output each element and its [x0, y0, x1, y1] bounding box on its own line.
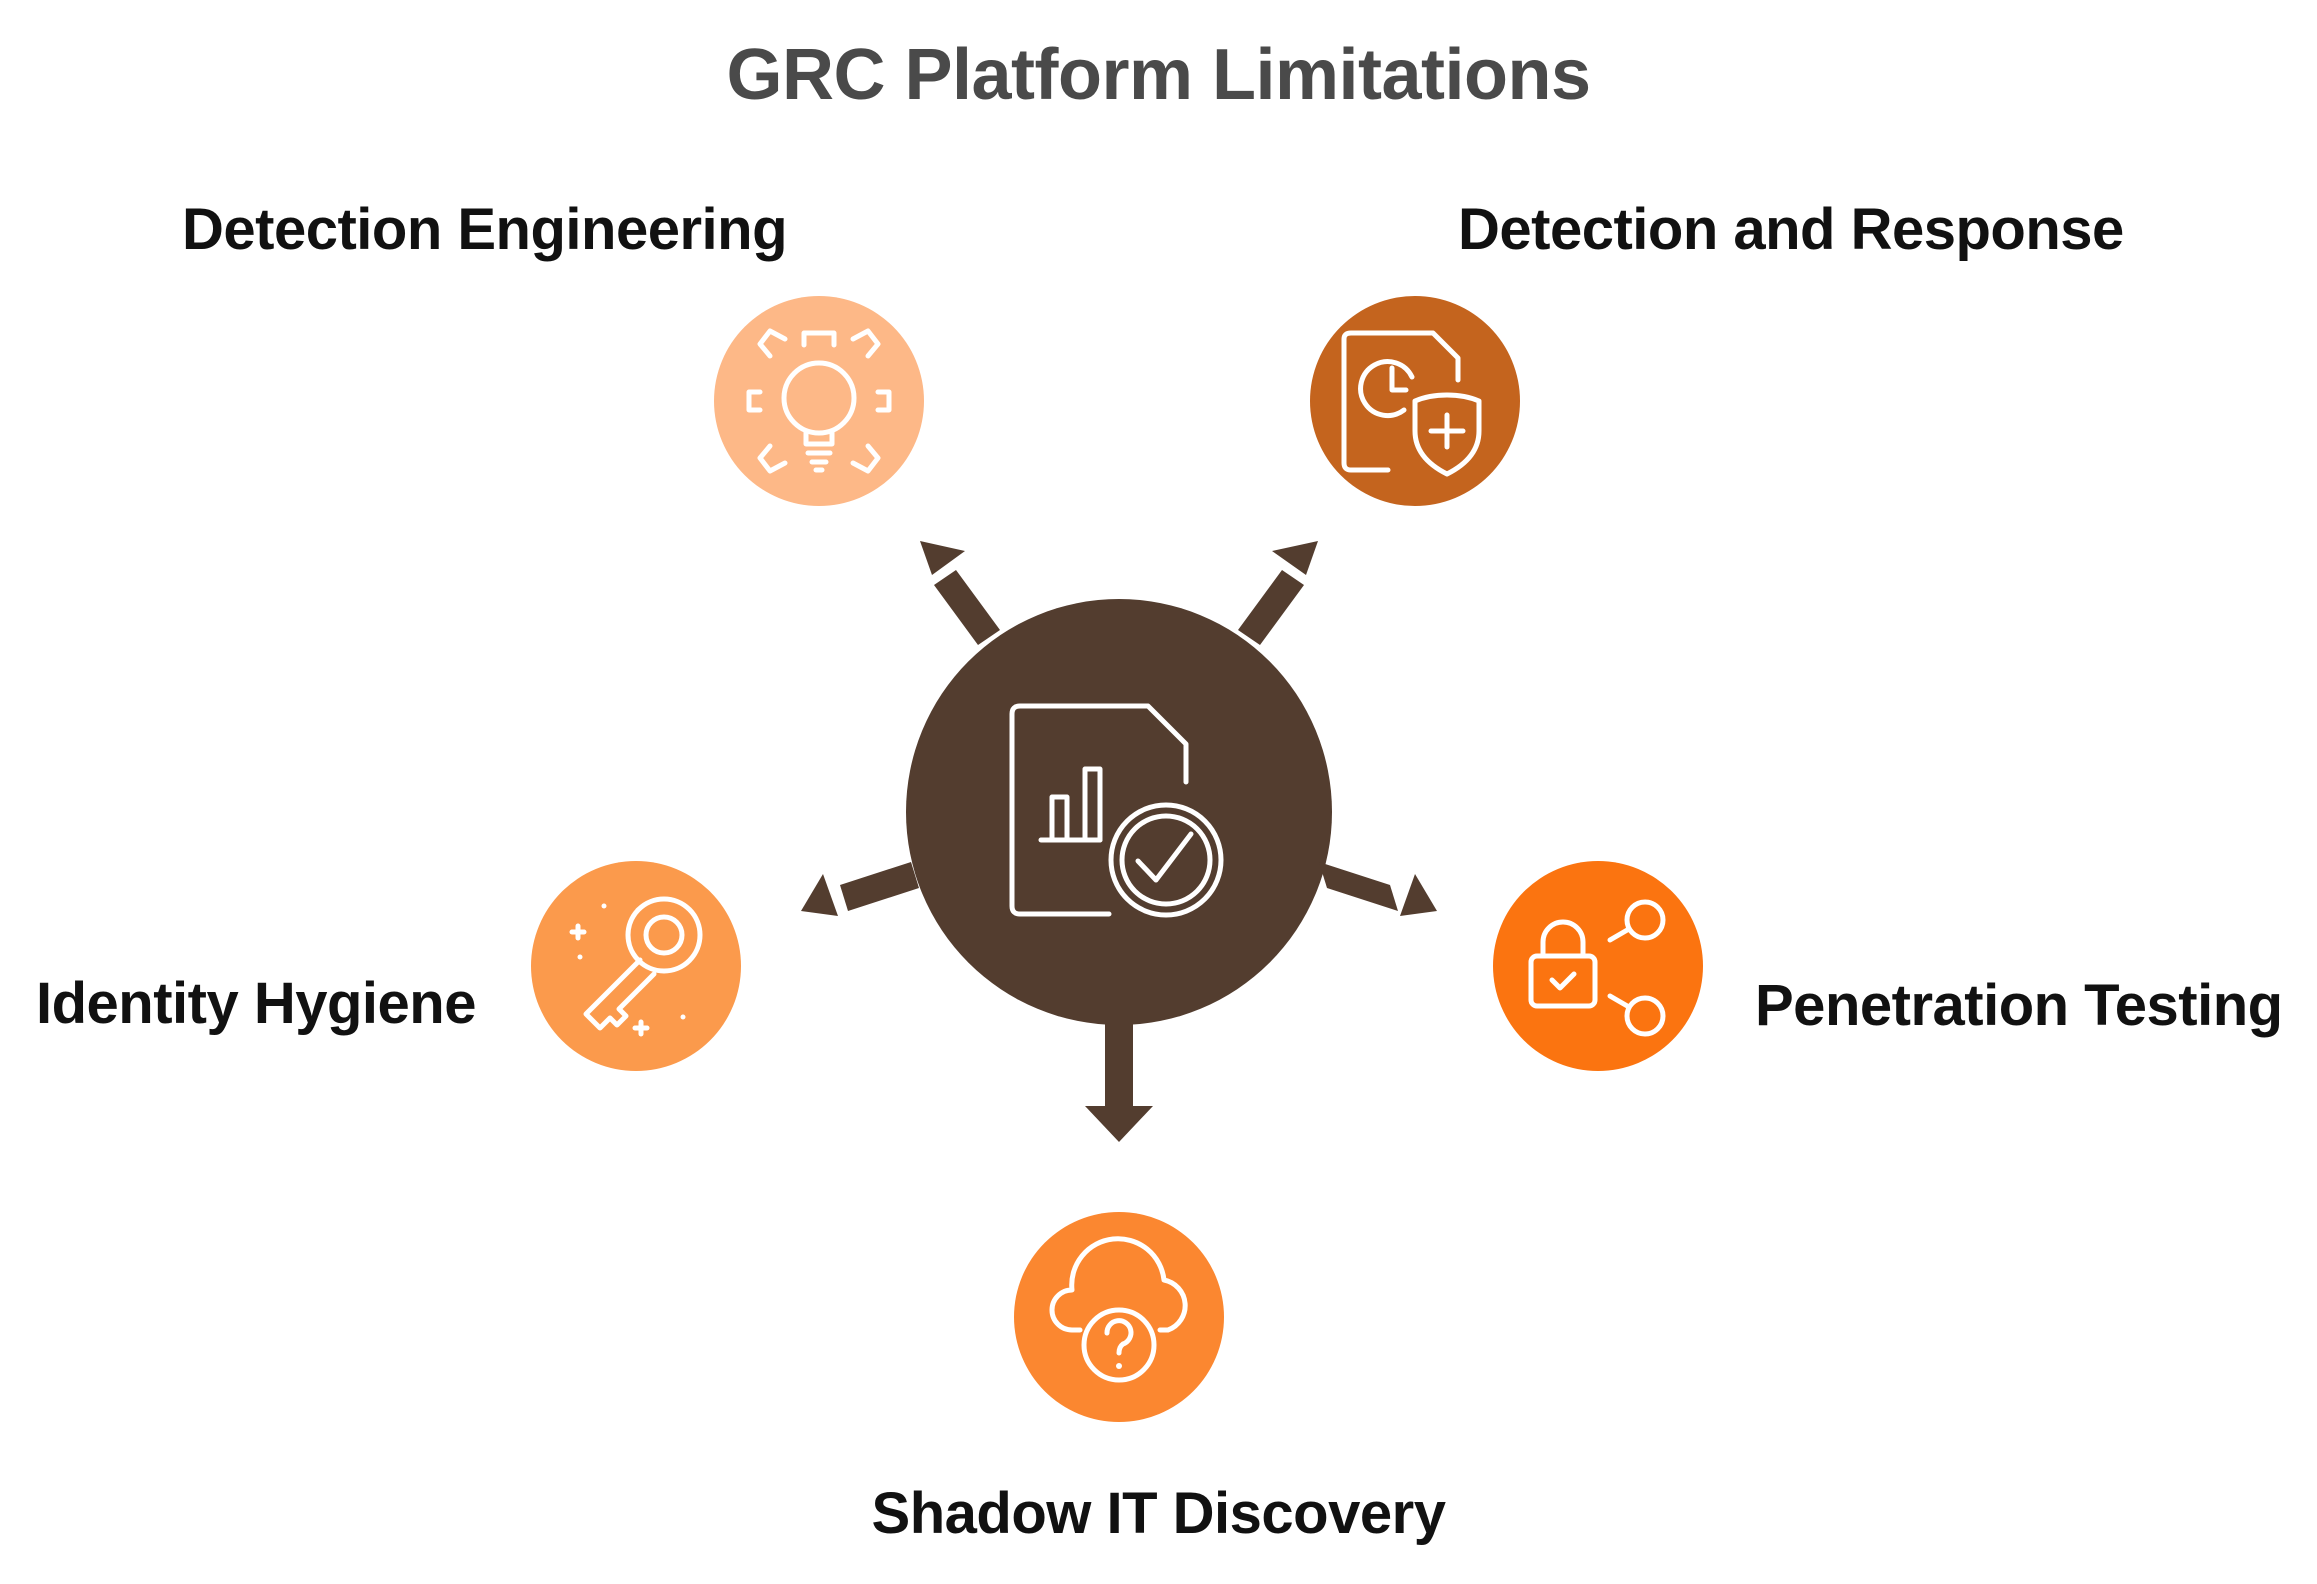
arrow-to-identity-hygiene — [801, 862, 919, 916]
hub-circle — [906, 599, 1332, 1025]
document-clock-shield-icon — [1341, 330, 1482, 477]
padlock-network-icon — [1528, 899, 1666, 1037]
node-shadow-it-discovery — [1014, 1212, 1224, 1422]
arrow-to-detection-engineering — [920, 541, 1000, 645]
key-magnifier-icon — [569, 896, 703, 1037]
arrow-to-detection-and-response — [1238, 541, 1318, 645]
label-identity-hygiene: Identity Hygiene — [36, 971, 476, 1036]
page-title: GRC Platform Limitations — [726, 35, 1591, 115]
label-detection-and-response: Detection and Response — [1458, 197, 2124, 262]
gear-lightbulb-icon — [746, 328, 892, 474]
arrow-to-penetration-testing — [1319, 862, 1437, 916]
label-penetration-testing: Penetration Testing — [1755, 973, 2283, 1038]
compliance-report-check-icon — [1009, 703, 1224, 918]
node-detection-engineering — [714, 296, 924, 506]
arrow-to-shadow-it-discovery — [1085, 1020, 1153, 1142]
label-detection-engineering: Detection Engineering — [182, 197, 788, 262]
label-shadow-it-discovery: Shadow IT Discovery — [871, 1481, 1446, 1546]
cloud-question-icon — [1049, 1236, 1188, 1383]
node-penetration-testing — [1493, 861, 1703, 1071]
